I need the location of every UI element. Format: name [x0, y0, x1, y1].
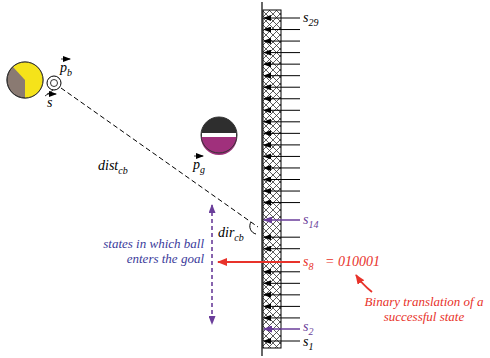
binary-note: Binary translation of a successful state [362, 294, 486, 324]
state-arrow [264, 133, 300, 134]
vector-label: s [47, 95, 52, 111]
state-arrow [264, 294, 300, 295]
state-arrow [264, 75, 300, 76]
angle-arc [250, 222, 256, 234]
state-arrow [264, 64, 300, 65]
state-arrow [264, 271, 300, 272]
binary-code: = 010001 [325, 254, 380, 270]
state-arrow [264, 179, 300, 180]
goal-line [261, 2, 262, 356]
state-arrow [264, 18, 300, 19]
successful-state-arrow [218, 261, 300, 263]
state-arrow [264, 98, 300, 99]
state-arrow [264, 41, 300, 42]
direction-label: dircb [218, 225, 244, 242]
state-arrow [264, 167, 300, 168]
pointer-arrow [356, 275, 372, 292]
state-arrow [264, 121, 300, 122]
state-arrow [264, 144, 300, 145]
robot [7, 62, 43, 98]
state-arrow [264, 156, 300, 157]
range-note: states in which ball enters the goal [100, 236, 204, 266]
vector-mark [47, 94, 56, 95]
vector-mark [194, 156, 203, 157]
state-arrows [264, 18, 300, 341]
ball [47, 76, 61, 90]
state-arrow [264, 248, 300, 249]
state-arrow [264, 283, 300, 284]
state-arrow [264, 219, 300, 220]
state-arrow [264, 191, 300, 192]
state-label: s14 [303, 212, 318, 229]
state-arrow [264, 110, 300, 111]
state-arrow [264, 306, 300, 307]
state-arrow [264, 328, 300, 329]
state-arrow [264, 52, 300, 53]
distance-line [61, 88, 258, 227]
distance-label: distcb [98, 158, 128, 175]
ball [51, 80, 58, 87]
state-arrow [264, 341, 300, 342]
state-label: s2 [303, 319, 313, 336]
state-arrow [264, 87, 300, 88]
range-arrow [211, 205, 213, 324]
state-arrow [264, 317, 300, 318]
goalkeeper-robot [201, 117, 237, 155]
state-arrow [264, 237, 300, 238]
position-label: pg [193, 157, 205, 174]
state-arrow [264, 29, 300, 30]
state-label: s29 [303, 10, 318, 27]
vector-mark [61, 59, 70, 60]
state-arrow [264, 202, 300, 203]
state-label: s8 [303, 254, 313, 271]
position-label: pb [60, 60, 72, 77]
state-label: s1 [303, 334, 313, 351]
